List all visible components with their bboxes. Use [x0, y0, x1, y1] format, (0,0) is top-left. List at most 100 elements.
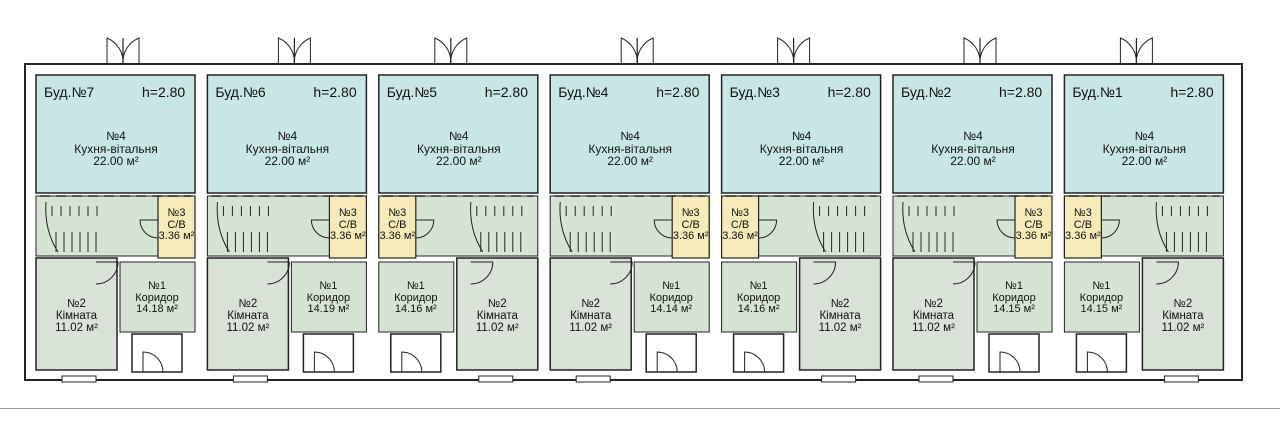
window	[478, 375, 514, 383]
corridor-label-num: №1	[406, 280, 425, 292]
kitchen-room	[549, 74, 710, 194]
ceiling-height: h=2.80	[827, 84, 871, 100]
bathroom	[1014, 195, 1053, 259]
corridor-label-title: Коридор	[1079, 291, 1124, 304]
entry-door-swing	[434, 37, 452, 65]
corridor	[119, 261, 196, 333]
corridor-label-area: 14.18 м²	[136, 303, 178, 316]
corridor-label-area: 14.16 м²	[394, 303, 437, 316]
section-name: Буд.№7	[44, 84, 95, 100]
kitchen-label-title: Кухня-вітальня	[588, 141, 672, 156]
bathroom	[720, 195, 760, 259]
corridor-label-area: 14.15 м²	[993, 303, 1035, 316]
room-label-title: Кімната	[1162, 310, 1204, 323]
corridor-label-area: 14.15 м²	[1080, 303, 1123, 316]
corridor	[378, 261, 455, 333]
entry-door-swing	[122, 37, 140, 65]
room-label-num: №2	[67, 298, 86, 310]
bath-label-num: №3	[167, 207, 186, 219]
rear-door	[313, 351, 335, 373]
kitchen-label-num: №4	[620, 129, 640, 143]
kitchen-label-area: 22.00 м²	[435, 154, 482, 169]
room-label-area: 11.02 м²	[818, 322, 862, 335]
kitchen-label-title: Кухня-вітальня	[74, 141, 158, 156]
kitchen-label-title: Кухня-вітальня	[931, 141, 1015, 156]
rear-door	[401, 351, 423, 373]
room-label-num: №2	[581, 298, 601, 310]
corridor	[721, 261, 798, 333]
bath-door	[758, 219, 778, 239]
page-divider	[0, 408, 1280, 409]
entry-door-swing	[293, 37, 311, 65]
bath-door	[996, 219, 1016, 239]
room-door	[952, 261, 976, 285]
entry-door-swing	[450, 37, 468, 65]
stair-curve	[470, 201, 484, 253]
bathroom	[1063, 195, 1103, 259]
bath-label-title: С/В	[338, 218, 358, 231]
bedroom	[206, 257, 290, 371]
room-label-num: №2	[487, 298, 507, 310]
bath-door	[139, 219, 159, 239]
bath-label-num: №3	[1024, 207, 1043, 219]
bath-door	[653, 219, 673, 239]
kitchen-label-area: 22.00 м²	[264, 154, 311, 169]
bath-label-title: С/В	[730, 218, 750, 231]
room-label-area: 11.02 м²	[912, 322, 955, 335]
kitchen-label-num: №4	[106, 129, 126, 143]
entry-door-swing	[620, 37, 638, 65]
section-3	[378, 37, 539, 383]
room-door	[267, 261, 290, 285]
bath-label-area: 3.36 м²	[1065, 230, 1101, 243]
section-7	[1063, 37, 1225, 383]
vestibule	[1075, 333, 1128, 373]
vestibule	[732, 333, 785, 373]
stair-curve	[812, 201, 827, 253]
section-name: Буд.№5	[386, 84, 438, 100]
corridor-label-title: Коридор	[135, 291, 179, 304]
corridor-label-title: Коридор	[992, 291, 1036, 304]
entry-door-swing	[636, 37, 654, 65]
bath-door	[310, 219, 330, 239]
corridor-label-area: 14.16 м²	[737, 303, 780, 316]
kitchen-label-area: 22.00 м²	[950, 154, 996, 169]
bath-door	[415, 219, 435, 239]
room-door	[610, 261, 633, 285]
ceiling-height: h=2.80	[1170, 84, 1214, 100]
kitchen-room	[206, 74, 368, 194]
ceiling-height: h=2.80	[656, 84, 700, 100]
bath-label-title: С/В	[388, 218, 407, 231]
section-name: Буд.№1	[1072, 84, 1123, 100]
vestibule	[131, 333, 183, 373]
bedroom	[798, 257, 882, 371]
kitchen-label-num: №4	[277, 129, 298, 143]
corridor-label-area: 14.19 м²	[307, 303, 350, 316]
corridor-label-title: Коридор	[736, 291, 781, 304]
room-label-num: №2	[1173, 298, 1193, 310]
bath-label-num: №3	[731, 207, 750, 219]
bedroom	[35, 257, 118, 371]
entry-door-swing	[277, 37, 295, 65]
kitchen-room	[378, 74, 539, 194]
bath-label-num: №3	[681, 207, 700, 219]
stair-curve	[559, 201, 573, 253]
corridor-label-num: №1	[148, 280, 166, 292]
entry-door-swing	[777, 37, 795, 65]
section-1	[35, 37, 196, 383]
corridor	[290, 261, 367, 333]
entry-door-swing	[106, 37, 124, 65]
